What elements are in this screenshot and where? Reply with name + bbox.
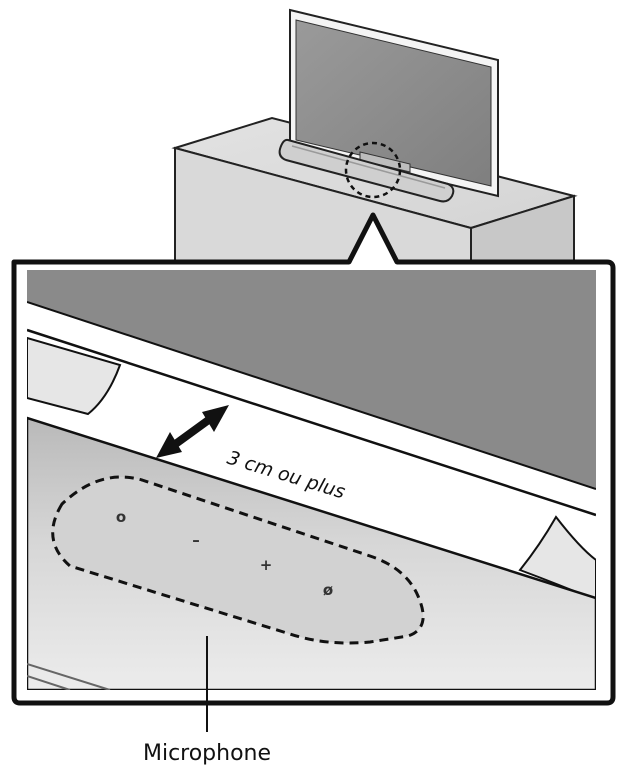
tv-stand-foot-left [27,336,122,416]
mic-mute-button[interactable]: ø [323,581,333,599]
tv-stand [359,151,411,173]
overview-scene [171,8,578,263]
microphone-area-outline [51,475,425,645]
microphone-label: Microphone [143,741,271,766]
volume-up-button[interactable]: + [260,556,273,574]
zoom-highlight-circle [344,141,402,199]
zoomed-detail: o – + ø 3 cm ou plus [27,270,596,690]
tv-screen [295,19,492,187]
volume-down-button[interactable]: – [192,531,200,549]
power-button[interactable]: o [116,508,126,526]
double-arrow-icon [156,405,229,458]
soundbar-small [278,138,455,203]
tv-bottom-panel [27,270,596,489]
